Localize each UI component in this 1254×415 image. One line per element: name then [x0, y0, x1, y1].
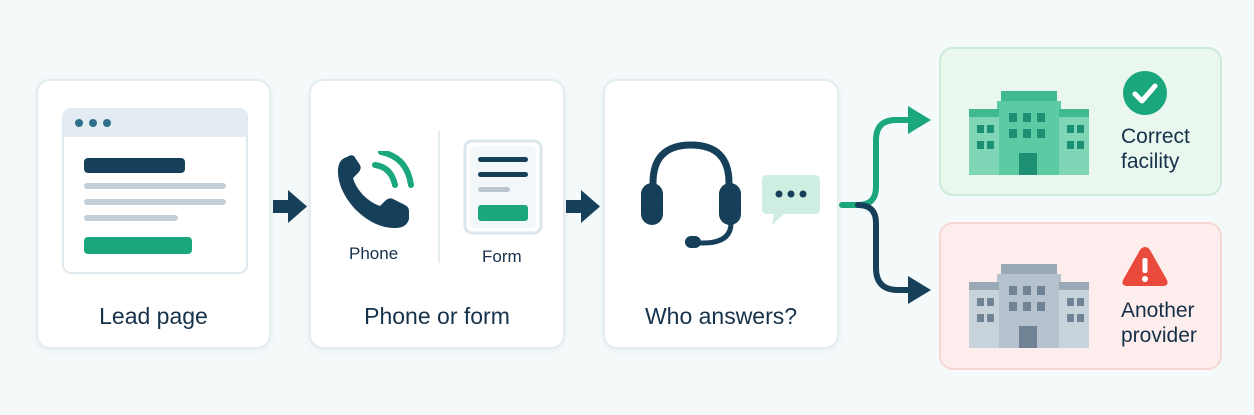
step-card-who-answers: Who answers? — [603, 79, 839, 349]
browser-window-icon — [62, 108, 248, 274]
outcome-label-another: Another provider — [1121, 298, 1197, 348]
hospital-building-icon — [969, 91, 1089, 175]
building-gray-icon — [969, 264, 1089, 348]
check-icon — [1123, 71, 1167, 115]
phone-icon — [337, 151, 414, 229]
divider — [438, 131, 440, 263]
chat-bubble-icon — [762, 175, 820, 225]
phone-label: Phone — [349, 244, 399, 263]
step-label-who-answers: Who answers? — [644, 303, 798, 329]
outcome-label-another-line1: Another — [1121, 299, 1195, 322]
headset-icon — [641, 141, 741, 248]
arrow-contact-to-answer — [566, 190, 600, 223]
step-card-phone-or-form: Phone Form Phone or form — [309, 79, 565, 349]
outcome-label-correct-line2: facility — [1121, 150, 1180, 173]
outcome-card-correct-facility: Correct facility — [939, 47, 1222, 196]
arrow-lead-to-contact — [273, 190, 307, 223]
outcome-label-another-line2: provider — [1121, 324, 1197, 347]
outcome-label-correct-line1: Correct — [1121, 125, 1190, 148]
branch-arrow-another — [855, 202, 931, 304]
step-label-lead-page: Lead page — [99, 303, 208, 329]
form-icon — [463, 139, 543, 235]
step-label-phone-or-form: Phone or form — [364, 303, 510, 329]
form-label: Form — [482, 247, 522, 266]
step-card-lead-page: Lead page — [36, 79, 271, 349]
warning-icon — [1122, 247, 1168, 286]
outcome-label-correct: Correct facility — [1121, 124, 1190, 174]
outcome-card-another-provider: Another provider — [939, 222, 1222, 370]
branch-arrow-correct — [839, 106, 931, 208]
